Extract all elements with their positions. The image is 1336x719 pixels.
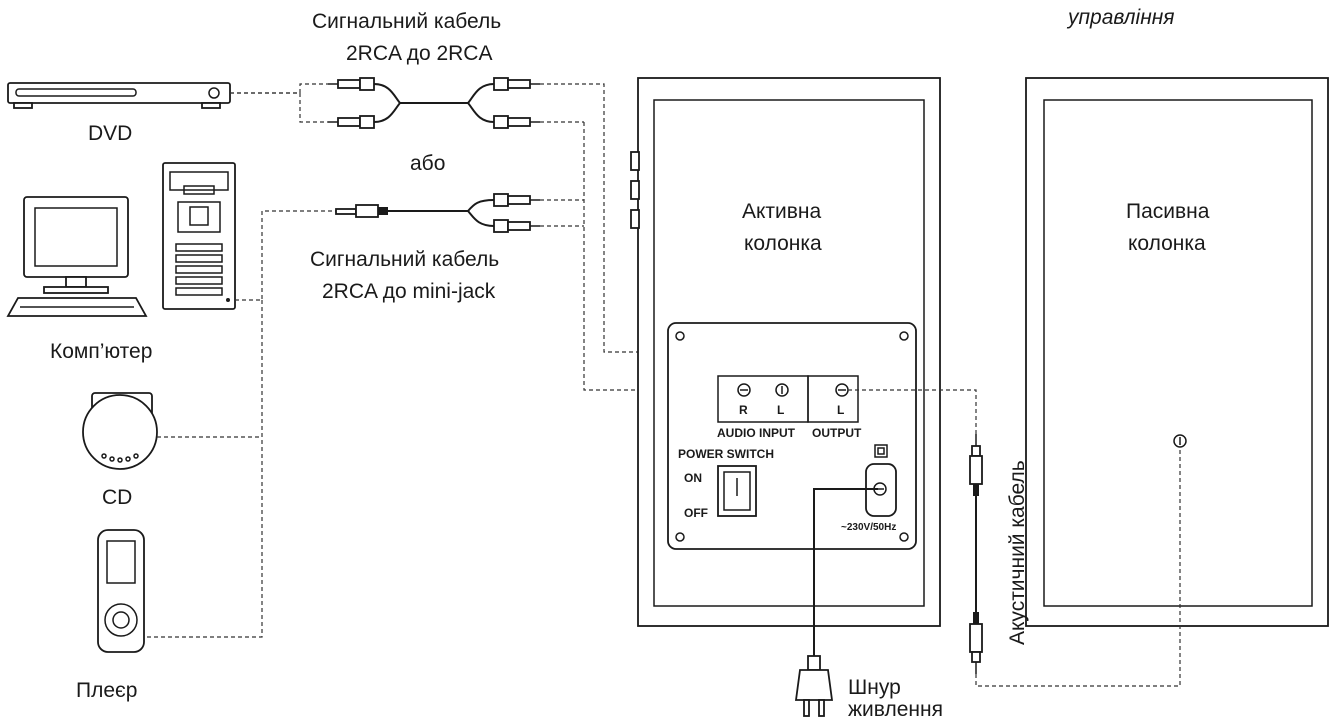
computer-label: Комп’ютер [50,340,152,363]
power-switch[interactable] [717,465,757,517]
voltage-label: ~230V/50Hz [841,522,896,533]
output-l-label: L [837,403,844,417]
top-right-fragment: управління [1066,6,1175,29]
player-label: Плеєр [76,679,137,702]
passive-speaker-label-1: Пасивна [1126,200,1210,223]
dvd-label: DVD [88,122,132,145]
passive-speaker [1025,77,1329,627]
audio-input-r-jack[interactable] [737,383,751,397]
power-cord-label-2: живлення [848,698,943,719]
portable-player-icon [97,529,145,653]
speaker-cable-label: Акустичний кабель [1006,460,1029,645]
audio-input-l-jack[interactable] [775,383,789,397]
active-speaker-label-2: колонка [744,232,822,255]
power-socket[interactable] [865,463,897,517]
cd-player-icon [82,392,158,470]
input-r-label: R [739,403,748,417]
cd-label: CD [102,486,132,509]
cable-minijack-title-1: Сигнальний кабель [310,248,499,271]
cable-2rca-title-1: Сигнальний кабель [312,10,501,33]
power-on-label: ON [684,471,702,485]
audio-input-label: AUDIO INPUT [717,426,796,440]
power-cord-label-1: Шнур [848,676,901,699]
power-switch-label: POWER SWITCH [678,447,774,461]
computer-tower-icon [162,162,236,310]
speaker-cable [848,389,1181,687]
output-label: OUTPUT [812,426,862,440]
input-l-label: L [777,403,784,417]
active-speaker-label-1: Активна [742,200,822,223]
cable-2rca-title-2: 2RCA до 2RCA [346,42,492,65]
double-insulation-icon [874,444,888,458]
device-signal-lines [144,83,336,638]
rca-to-rca-cable-icon [328,77,540,129]
rca-to-minijack-cable-icon [335,193,540,233]
passive-speaker-label-2: колонка [1128,232,1206,255]
monitor-icon [6,196,148,317]
power-off-label: OFF [684,506,708,520]
power-cord [794,488,878,717]
cable-minijack-title-2: 2RCA до mini-jack [322,280,496,303]
or-label: або [410,152,445,175]
dvd-player-icon [7,82,231,109]
